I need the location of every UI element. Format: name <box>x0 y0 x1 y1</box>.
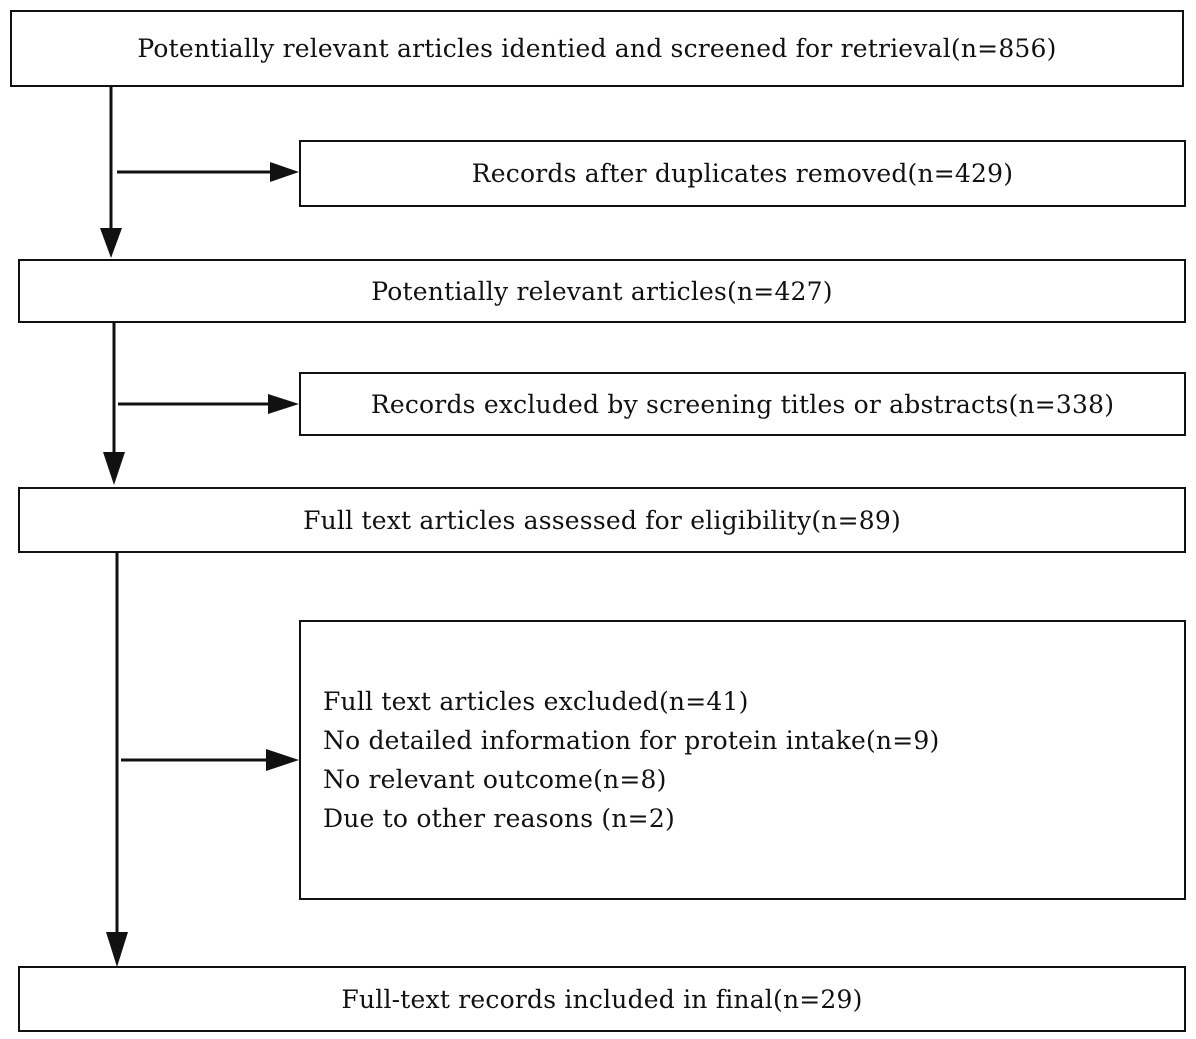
main-arrow-1 <box>100 86 122 258</box>
after-duplicates-box: Records after duplicates removed(n=429) <box>299 140 1186 207</box>
full-text-excluded-box: Full text articles excluded(n=41) No det… <box>299 620 1186 900</box>
full-text-assessed-box: Full text articles assessed for eligibil… <box>18 487 1186 553</box>
excluded-screening-text: Records excluded by screening titles or … <box>370 389 1115 419</box>
identified-text: Potentially relevant articles identied a… <box>137 34 1057 63</box>
included-box: Full-text records included in final(n=29… <box>18 966 1186 1032</box>
full-text-assessed-text: Full text articles assessed for eligibil… <box>303 505 901 535</box>
identified-box: Potentially relevant articles identied a… <box>10 10 1184 87</box>
side-arrow-3 <box>121 749 299 771</box>
exclusion-reason-item: Due to other reasons (n=2) <box>323 804 675 833</box>
side-arrow-2 <box>118 394 299 414</box>
side-arrow-1 <box>117 162 299 182</box>
exclusion-reason-list: Full text articles excluded(n=41) No det… <box>301 682 939 838</box>
after-duplicates-text: Records after duplicates removed(n=429) <box>471 159 1014 188</box>
full-text-excluded-heading: Full text articles excluded(n=41) <box>323 687 749 716</box>
exclusion-reason-item: No detailed information for protein inta… <box>323 726 940 755</box>
exclusion-reason-item: No relevant outcome(n=8) <box>323 765 667 794</box>
potentially-relevant-box: Potentially relevant articles(n=427) <box>18 259 1186 323</box>
main-arrow-3 <box>106 552 128 967</box>
excluded-screening-box: Records excluded by screening titles or … <box>299 372 1186 436</box>
potentially-relevant-text: Potentially relevant articles(n=427) <box>371 276 833 306</box>
included-text: Full-text records included in final(n=29… <box>341 984 863 1014</box>
main-arrow-2 <box>103 322 125 485</box>
